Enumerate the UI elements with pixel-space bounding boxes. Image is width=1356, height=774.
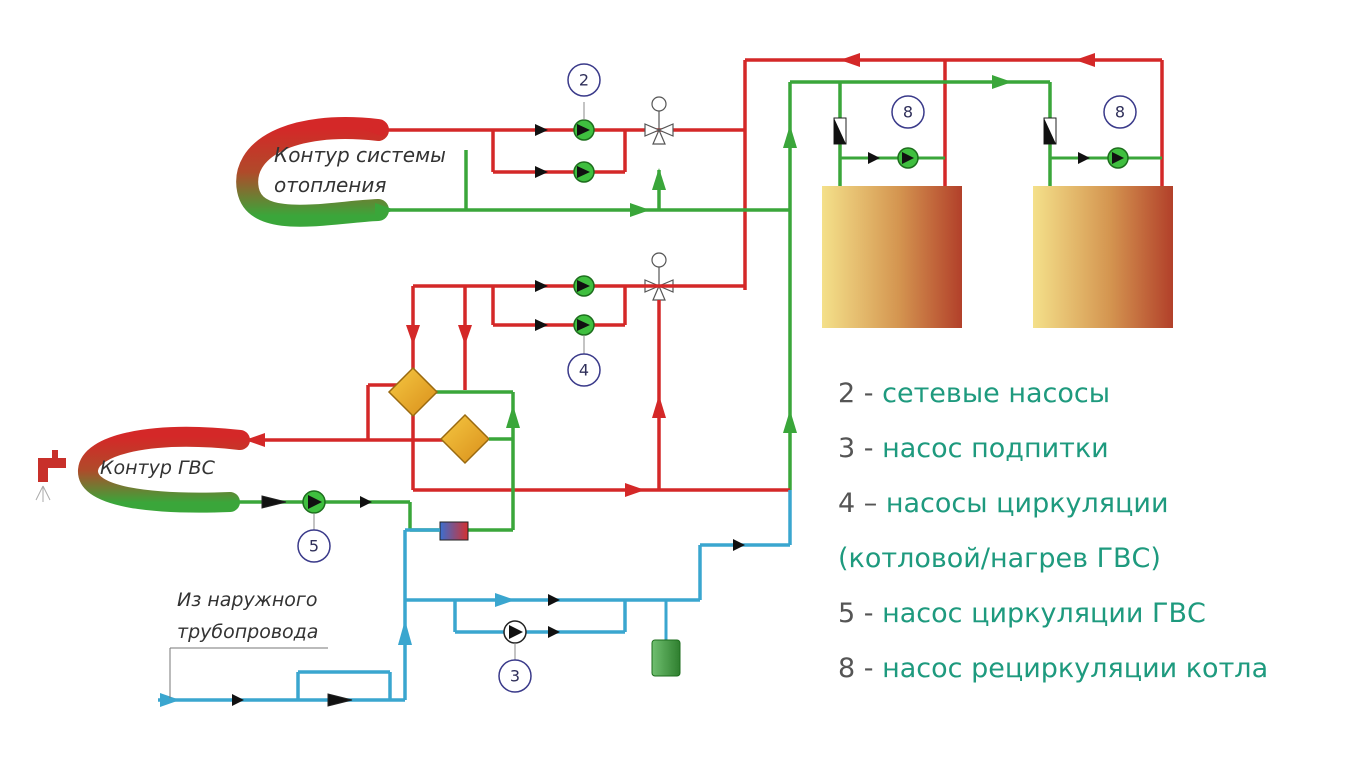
boiler-2-recirc: [1043, 117, 1162, 169]
faucet-icon: [35, 450, 66, 502]
dhw-loop-label: Контур ГВС: [100, 457, 216, 479]
expansion-tank: [651, 600, 681, 677]
inlet-label-2: трубопровода: [177, 621, 318, 643]
legend-item: 8 - насос рециркуляции котла: [838, 641, 1348, 696]
legend-item-separator: –: [855, 488, 886, 519]
flow-arrow: [783, 125, 797, 148]
flow-arrow: [458, 325, 472, 345]
legend-item: 4 – насосы циркуляции: [838, 476, 1348, 531]
heat-exchanger-1: [387, 366, 515, 530]
flow-arrow: [365, 123, 385, 137]
legend-item-text: насос циркуляции ГВС: [882, 598, 1206, 629]
dhw-loop-arc: [78, 426, 250, 513]
pump-tag-5: [297, 529, 331, 563]
flow-arrow: [992, 75, 1012, 89]
flow-arrow: [1075, 53, 1095, 67]
pump-tag-5-text: 5: [309, 537, 319, 556]
legend-item-text: насосы циркуляции: [885, 488, 1169, 519]
network-pump-group: [535, 102, 595, 183]
heat-exchanger-2: [439, 413, 513, 465]
flow-arrow: [506, 405, 520, 428]
flow-arrow: [245, 433, 265, 447]
legend-item-number: 2: [838, 378, 856, 409]
flow-arrow: [375, 203, 395, 217]
legend-item-separator: -: [855, 653, 883, 684]
pump-tag-4: [567, 353, 601, 387]
flow-arrow: [840, 53, 860, 67]
flow-arrow: [398, 620, 412, 645]
flow-arrow: [406, 325, 420, 345]
pump-tag-4-text: 4: [579, 361, 589, 380]
legend-item-text: насос рециркуляции котла: [882, 653, 1269, 684]
circulation-pump-group: [535, 275, 595, 354]
legend-item-number: 3: [838, 433, 856, 464]
pump-tag-3: [498, 659, 532, 693]
three-way-valve-top: [644, 96, 674, 145]
legend-item-number: 5: [838, 598, 856, 629]
makeup-pump-group: [232, 539, 745, 707]
heating-loop-label-1: Контур системы: [274, 143, 446, 167]
legend-item-number: 8: [838, 653, 856, 684]
pump-tag-8b-text: 8: [1115, 103, 1125, 122]
circulation-supply-line: [240, 284, 790, 492]
legend-item-separator: -: [855, 433, 883, 464]
heating-loop-arc: [236, 117, 389, 227]
flow-arrow: [652, 168, 666, 190]
flow-arrow: [630, 203, 650, 217]
legend-item-number: 4: [838, 488, 856, 519]
inlet-label-group: [169, 647, 328, 698]
inlet-label-1: Из наружного: [177, 589, 318, 611]
legend-item: (котловой/нагрев ГВС): [838, 531, 1348, 586]
pump-tag-2-text: 2: [579, 71, 589, 90]
pump-tag-8a: [891, 95, 925, 129]
pump-tag-2: [567, 63, 601, 97]
legend-item: 2 - сетевые насосы: [838, 366, 1348, 421]
flow-arrow: [625, 483, 645, 497]
legend-item-separator: -: [855, 378, 883, 409]
pump-tag-3-text: 3: [510, 667, 520, 686]
three-way-valve-mid: [644, 252, 674, 301]
boiler-1-recirc: [833, 117, 945, 169]
flow-arrow: [495, 593, 515, 607]
pump-tag-8b: [1103, 95, 1137, 129]
boiler-1: [822, 186, 962, 328]
legend-item-text: сетевые насосы: [882, 378, 1111, 409]
flow-arrow: [783, 410, 797, 433]
legend-item-text: насос подпитки: [882, 433, 1109, 464]
heat-exchanger-plate: [439, 521, 469, 541]
legend-item: 3 - насос подпитки: [838, 421, 1348, 476]
legend-item-text: (котловой/нагрев ГВС): [838, 543, 1161, 574]
heating-loop-label-2: отопления: [274, 173, 386, 197]
dhw-circulation-line: [230, 490, 513, 532]
flow-arrow: [652, 395, 666, 418]
flow-arrow: [160, 693, 180, 707]
boiler-2: [1033, 186, 1173, 328]
pump-tag-8a-text: 8: [903, 103, 913, 122]
legend-item: 5 - насос циркуляции ГВС: [838, 586, 1348, 641]
legend-item-separator: -: [855, 598, 883, 629]
